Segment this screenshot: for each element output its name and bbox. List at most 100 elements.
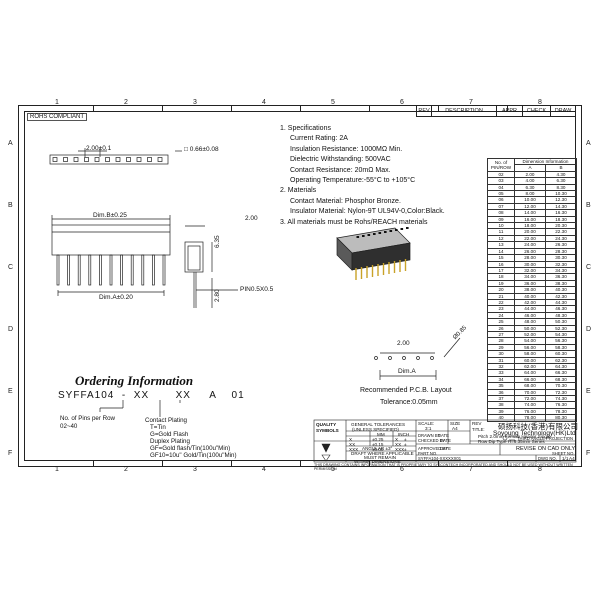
top-view-pin (157, 157, 163, 162)
spec-line: 3. All materials must be Rohs/REACH mate… (280, 218, 428, 226)
ruler-letter: E (586, 388, 591, 395)
size-label: SIZE (450, 421, 461, 426)
table-cell: 56.30 (545, 337, 577, 345)
check-header: CHECK (522, 106, 550, 116)
top-view-body (49, 154, 169, 165)
ruler-tick (93, 461, 94, 467)
table-cell: 18.30 (545, 215, 577, 224)
ruler-letter: A (8, 140, 13, 147)
table-header-dimension: Dimension Information (514, 157, 577, 166)
pcb-hole (388, 356, 392, 360)
ruler-number: 2 (124, 99, 128, 106)
front-view-pin (109, 254, 113, 286)
width-dimension: 2.00 (245, 215, 258, 222)
inch-header: INCH (398, 432, 410, 437)
ruler-tick (507, 105, 508, 111)
pin-size-dimension: □ 0.66±0.08 (184, 146, 219, 153)
ruler-number: 8 (538, 466, 542, 473)
ruler-letter: C (586, 264, 592, 271)
unless-specified: (UNLESS SPECIFIED) (352, 427, 399, 432)
ruler-number: 1 (55, 99, 59, 106)
iso-socket-hole (367, 234, 371, 236)
table-cell: 62.30 (545, 356, 577, 365)
ruler-number: 4 (262, 99, 266, 106)
table-cell: 52.30 (545, 324, 577, 333)
front-view-pin (141, 254, 145, 286)
pins-range: 02~40 (60, 423, 78, 430)
ruler-number: 6 (400, 466, 404, 473)
table-cell: 78.30 (545, 407, 577, 416)
top-view-pin (52, 157, 58, 162)
draft-note-3: WITHIN DIMENSIONS (354, 459, 401, 464)
spec-line: Current Rating: 2A (290, 135, 348, 143)
ruler-tick (369, 105, 370, 111)
table-cell: 60.30 (545, 350, 577, 358)
ruler-letter: B (586, 202, 591, 209)
ruler-tick (300, 461, 301, 467)
spec-line: 1. Specifications (280, 125, 331, 132)
iso-socket-hole (395, 229, 398, 231)
front-view-pin (67, 254, 70, 286)
sheet-no-label: SHEET NO. (552, 451, 575, 456)
general-tolerances: GENERAL TOLERANCES (351, 422, 406, 427)
ruler-number: 5 (331, 466, 335, 473)
top-view-pin (94, 157, 100, 162)
company-name-english: Soyoung Technology(HK)Ltd (493, 430, 576, 437)
front-view-pin (120, 254, 123, 286)
table-cell: 64.30 (545, 362, 577, 371)
ruler-tick (231, 105, 232, 111)
tolerance-cell: ± (404, 447, 407, 452)
pcb-layout-title: Recommended P.C.B. Layout (360, 387, 452, 394)
spec-line: Operating Temperature:-55°C to +105°C (290, 177, 416, 185)
iso-socket-hole (373, 233, 376, 235)
proprietary-notice-text: THIS DRAWING CONTAINS INFORMATION THAT I… (314, 463, 573, 471)
ruler-number: 1 (55, 466, 59, 473)
sheet-number: 1/1 (562, 456, 569, 461)
table-cell: 48.30 (545, 311, 577, 320)
scale-label: SCALE: (418, 421, 435, 426)
tolerance-cell: ±0.15 (372, 442, 384, 447)
pins-per-row-label: No. of Pins per Row (60, 415, 116, 422)
table-cell: 22.30 (545, 228, 577, 236)
ruler-letter: F (586, 450, 591, 457)
ruler-letter: F (8, 450, 13, 457)
checked-by-label: CHECKED BY (418, 438, 446, 443)
plating-option: GF=Gold flash/Tin(100u"Min) (150, 445, 231, 452)
title-line-1: Pitch 2.0mm Female Header Single (478, 434, 551, 439)
symbols-label: SYMBOLS (316, 428, 339, 433)
ordering-code: SYFFA104 - XX XX A 01 (58, 390, 245, 401)
plating-option: GF10=10u" Gold/Tin(100u"Min) (150, 452, 237, 459)
top-view-pin (147, 157, 152, 162)
table-cell: 26.30 (545, 241, 577, 249)
revise-note: REVISE ON CAD ONLY (516, 446, 576, 452)
table-cell: 4.30 (545, 170, 577, 179)
top-view-pin (63, 157, 68, 162)
front-view-pin (152, 254, 155, 286)
front-view-pin (56, 254, 60, 286)
ordering-title: Ordering Information (75, 373, 194, 388)
ruler-tick (438, 461, 439, 467)
ruler-number: 3 (193, 99, 197, 106)
quality-label: QUALITY (316, 422, 337, 427)
ruler-tick (162, 461, 163, 467)
sheet-size: A4 (569, 456, 575, 461)
tolerance-cell: X (395, 437, 399, 442)
table-cell: 76.30 (545, 401, 577, 409)
top-view-pin (126, 157, 131, 162)
ruler-letter: B (8, 202, 13, 209)
ruler-number: 2 (124, 466, 128, 473)
part-number: SYFFA104-XXXXXX01 (418, 456, 462, 461)
